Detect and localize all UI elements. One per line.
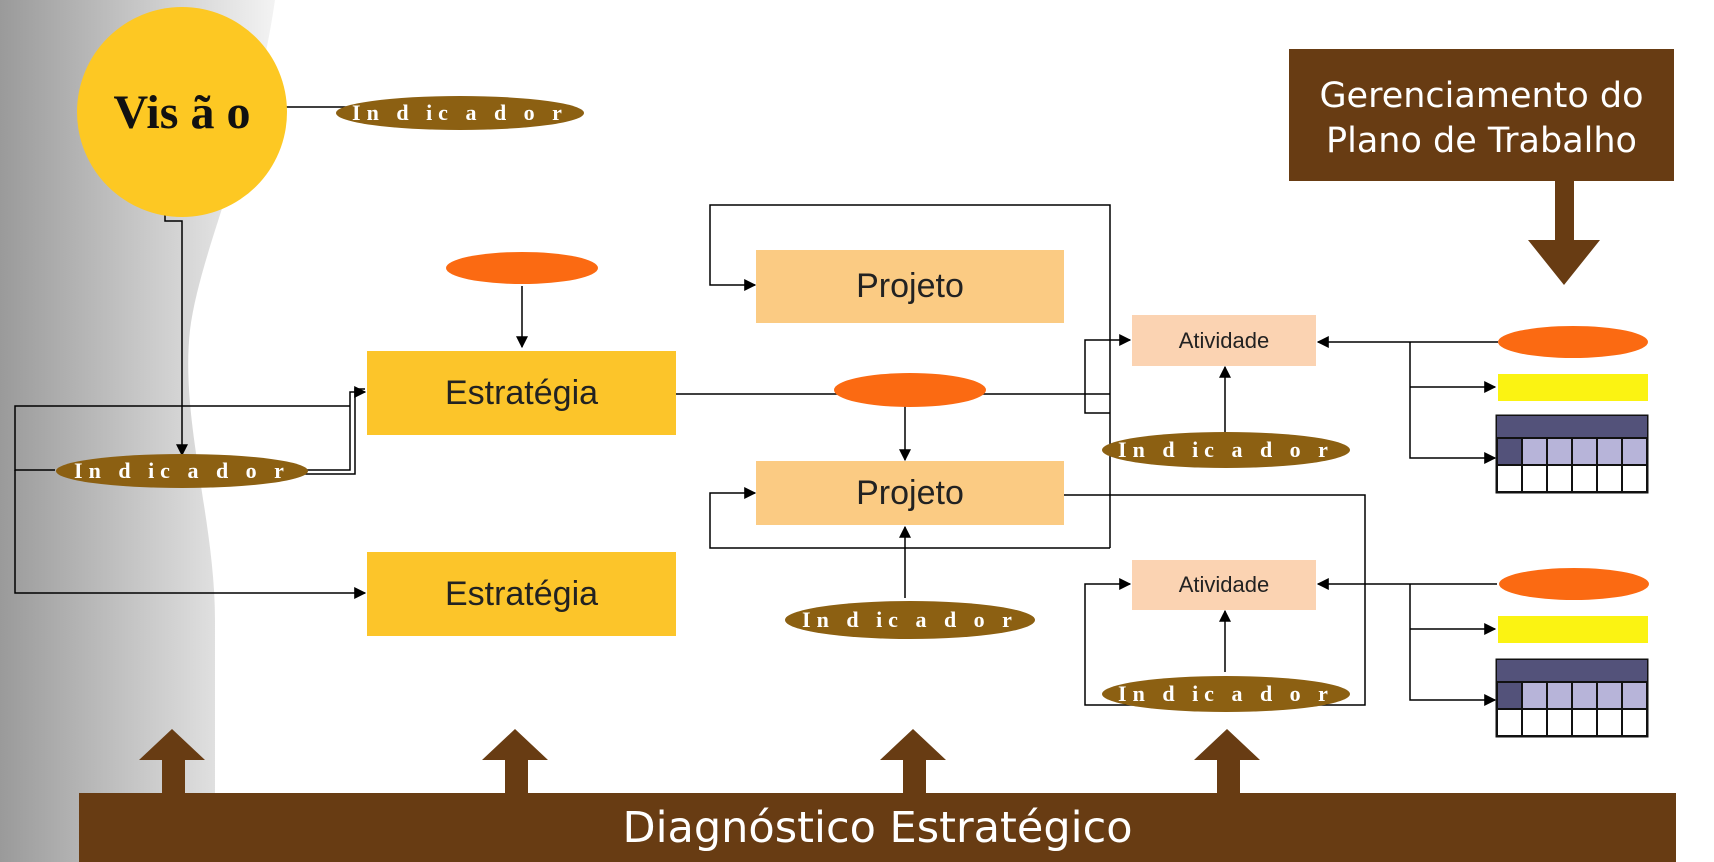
vision-circle bbox=[77, 7, 287, 217]
yellow-bar bbox=[1498, 616, 1648, 643]
table-cell bbox=[1621, 681, 1648, 710]
table-cell bbox=[1571, 708, 1598, 737]
table-cell bbox=[1496, 681, 1523, 710]
yellow-bar bbox=[1498, 374, 1648, 401]
table-cell bbox=[1496, 437, 1523, 466]
table-cell bbox=[1571, 681, 1598, 710]
activity-box-1 bbox=[1132, 315, 1316, 366]
indicator-ellipses bbox=[56, 96, 1350, 712]
management-box bbox=[1289, 49, 1674, 181]
up-arrow-icon bbox=[1194, 729, 1260, 793]
connector-lines bbox=[14, 101, 1498, 706]
table-cell bbox=[1621, 464, 1648, 493]
strategy-box-1 bbox=[367, 351, 676, 435]
table-header bbox=[1497, 416, 1647, 438]
indicator-ellipse bbox=[1102, 676, 1350, 712]
resource-oval bbox=[1498, 326, 1648, 358]
table-header bbox=[1497, 660, 1647, 682]
up-arrow-icon bbox=[880, 729, 946, 793]
resource-oval bbox=[1499, 568, 1649, 600]
up-arrow-icon bbox=[139, 729, 205, 793]
indicator-ellipse bbox=[785, 601, 1035, 639]
brown-arrows bbox=[139, 181, 1600, 793]
table-cell bbox=[1521, 708, 1548, 737]
indicator-ellipse bbox=[336, 96, 584, 130]
table-cell bbox=[1596, 708, 1623, 737]
up-arrow-icon bbox=[482, 729, 548, 793]
table-cell bbox=[1521, 681, 1548, 710]
table-icon bbox=[1495, 414, 1649, 494]
table-cell bbox=[1546, 708, 1573, 737]
table-cell bbox=[1546, 437, 1573, 466]
project-box-1 bbox=[756, 250, 1064, 323]
indicator-ellipse bbox=[1102, 432, 1350, 468]
table-cell bbox=[1546, 681, 1573, 710]
table-cell bbox=[1571, 437, 1598, 466]
table-cell bbox=[1596, 681, 1623, 710]
table-cell bbox=[1596, 464, 1623, 493]
resource-oval bbox=[834, 373, 986, 407]
table-cell bbox=[1521, 464, 1548, 493]
diagnostic-bar bbox=[79, 793, 1676, 862]
table-cell bbox=[1621, 437, 1648, 466]
resource-oval bbox=[446, 252, 598, 284]
indicator-ellipse bbox=[56, 454, 308, 488]
strategy-box-2 bbox=[367, 552, 676, 636]
table-cell bbox=[1496, 464, 1523, 493]
table-cell bbox=[1571, 464, 1598, 493]
table-cell bbox=[1496, 708, 1523, 737]
table-cell bbox=[1521, 437, 1548, 466]
table-cell bbox=[1596, 437, 1623, 466]
project-box-2 bbox=[756, 461, 1064, 525]
left-gray-background bbox=[0, 0, 275, 862]
down-arrow-icon bbox=[1528, 181, 1600, 285]
table-cell bbox=[1546, 464, 1573, 493]
table-icon bbox=[1495, 658, 1649, 738]
table-cell bbox=[1621, 708, 1648, 737]
activity-box-2 bbox=[1132, 560, 1316, 610]
